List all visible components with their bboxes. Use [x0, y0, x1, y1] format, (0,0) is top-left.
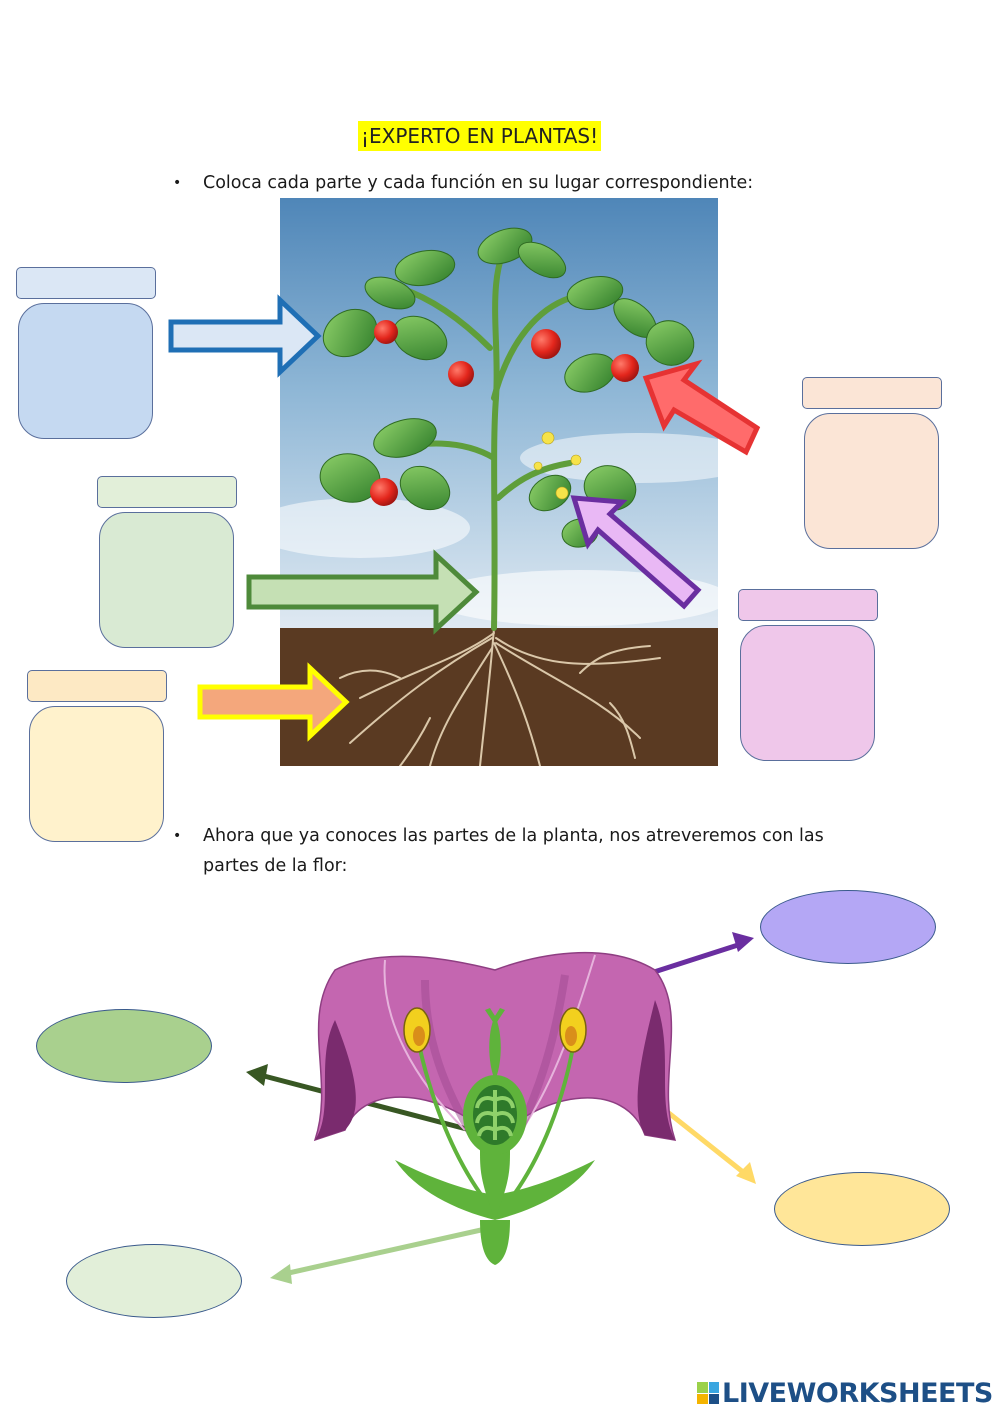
jar-lid — [16, 267, 156, 299]
jar-lid — [802, 377, 942, 409]
jar-lid — [738, 589, 878, 621]
jar-body[interactable] — [99, 512, 234, 648]
drop-zone-oval-sepal[interactable] — [66, 1244, 242, 1318]
instruction-text-line-2: partes de la flor: — [203, 851, 824, 881]
logo-mark-square — [697, 1382, 708, 1393]
jar-lid — [97, 476, 237, 508]
drop-zone-oval-petal[interactable] — [760, 890, 936, 964]
jar-body[interactable] — [740, 625, 875, 761]
logo-mark-square — [709, 1382, 720, 1393]
instruction-flower-parts: • Ahora que ya conoces las partes de la … — [203, 821, 824, 881]
arrow-red-icon — [646, 364, 757, 452]
arrow-purple-icon — [574, 498, 698, 606]
instruction-text-line-1: Ahora que ya conoces las partes de la pl… — [203, 821, 824, 851]
logo-mark-square — [709, 1394, 720, 1405]
drop-zone-oval-stamen[interactable] — [774, 1172, 950, 1246]
jar-body[interactable] — [18, 303, 153, 439]
bullet-point: • — [173, 821, 181, 851]
jar-lid — [27, 670, 167, 702]
jar-body[interactable] — [29, 706, 164, 842]
flower-diagram-image — [295, 940, 705, 1270]
liveworksheets-logo-icon — [697, 1382, 719, 1404]
arrow-green-icon — [249, 555, 476, 629]
liveworksheets-logo: LIVEWORKSHEETS — [697, 1375, 993, 1411]
arrow-yellow-icon — [200, 668, 346, 736]
logo-text: LIVEWORKSHEETS — [722, 1378, 993, 1409]
arrow-blue-icon — [171, 300, 318, 372]
logo-mark-square — [697, 1394, 708, 1405]
drop-zone-oval-ovary[interactable] — [36, 1009, 212, 1083]
jar-body[interactable] — [804, 413, 939, 549]
